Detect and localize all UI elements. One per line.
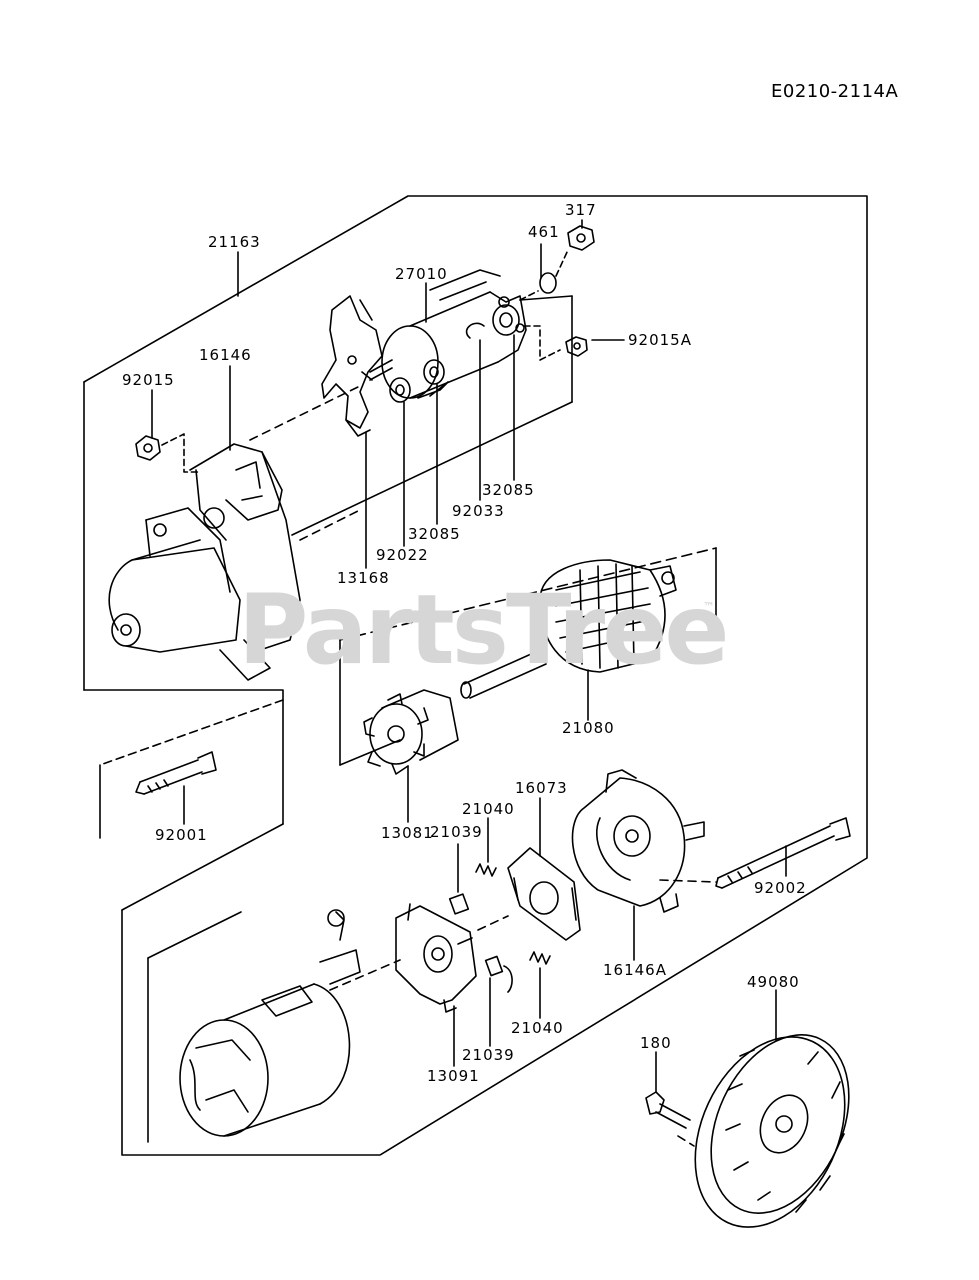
front-housing-16146 (108, 443, 301, 681)
part-label-13091[interactable]: 13091 (427, 1067, 480, 1085)
part-label-21039-lower[interactable]: 21039 (462, 1046, 515, 1064)
field-coil-box (147, 911, 242, 1143)
part-label-21040-upper[interactable]: 21040 (462, 800, 515, 818)
watermark-trademark: ™ (703, 600, 715, 614)
part-label-21039-upper[interactable]: 21039 (430, 823, 483, 841)
part-label-92015a[interactable]: 92015A (628, 331, 692, 349)
part-label-92033[interactable]: 92033 (452, 502, 505, 520)
small-hardware-top (519, 225, 595, 361)
part-label-92022[interactable]: 92022 (376, 546, 429, 564)
part-label-21163[interactable]: 21163 (208, 233, 261, 251)
lever-group-bracket (291, 295, 573, 536)
part-label-92015[interactable]: 92015 (122, 371, 175, 389)
armature-21080 (460, 559, 677, 699)
bolt-92001 (135, 751, 217, 795)
assembly-frame (83, 195, 868, 1156)
through-bolt-92002 (715, 817, 851, 889)
leader-lines (151, 219, 787, 1093)
washers-group (389, 304, 520, 403)
part-label-27010[interactable]: 27010 (395, 265, 448, 283)
part-label-21040-lower[interactable]: 21040 (511, 1019, 564, 1037)
part-label-16073[interactable]: 16073 (515, 779, 568, 797)
part-label-21080[interactable]: 21080 (562, 719, 615, 737)
rear-cover-16146a (571, 769, 705, 913)
part-label-13081[interactable]: 13081 (381, 824, 434, 842)
part-label-13168[interactable]: 13168 (337, 569, 390, 587)
part-label-16146a[interactable]: 16146A (603, 961, 667, 979)
part-label-32085-upper[interactable]: 32085 (482, 481, 535, 499)
part-label-92002[interactable]: 92002 (754, 879, 807, 897)
part-label-49080[interactable]: 49080 (747, 973, 800, 991)
part-label-180[interactable]: 180 (640, 1034, 672, 1052)
part-label-92001[interactable]: 92001 (155, 826, 208, 844)
part-label-32085-lower[interactable]: 32085 (408, 525, 461, 543)
part-label-317[interactable]: 317 (565, 201, 597, 219)
part-label-16146[interactable]: 16146 (199, 346, 252, 364)
shift-lever-13168 (321, 295, 383, 437)
bolt-92001-box (99, 699, 284, 839)
part-label-461[interactable]: 461 (528, 223, 560, 241)
brush-plate-16073 (507, 847, 581, 941)
pulley-49080 (694, 1034, 850, 1228)
brush-holder-13091 (395, 903, 477, 1013)
armature-box (339, 547, 717, 766)
bolt-180 (645, 1091, 691, 1129)
nut-92015 (135, 433, 201, 473)
diagram-code: E0210-2114A (771, 81, 899, 102)
pinion-13081 (363, 689, 459, 775)
springs-brushes (448, 863, 551, 993)
yoke-field-coil (179, 909, 361, 1137)
explode-lines (249, 385, 717, 1147)
